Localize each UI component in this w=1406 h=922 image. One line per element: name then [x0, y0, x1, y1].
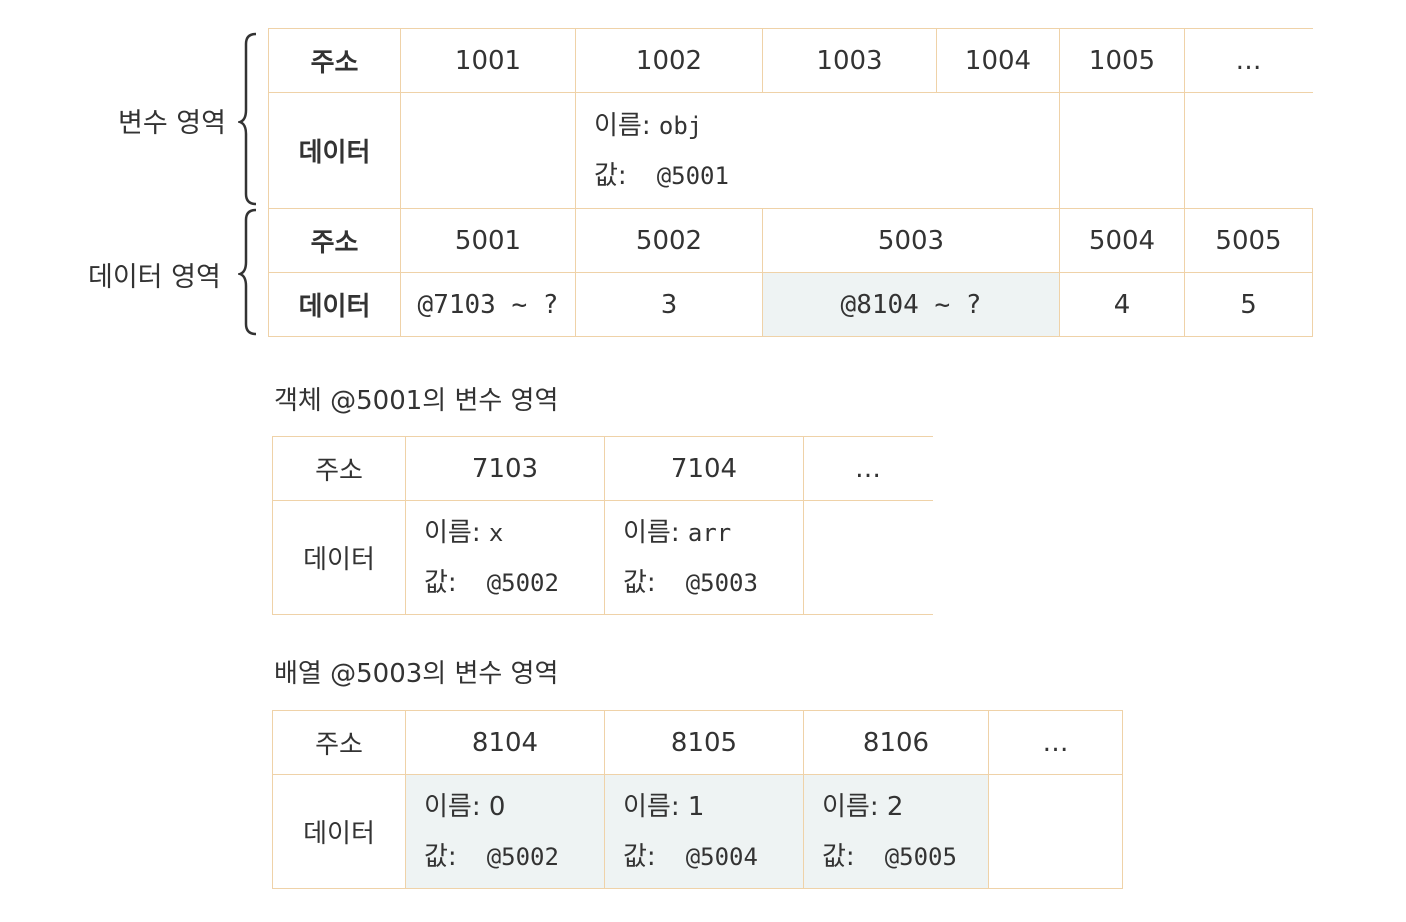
data-value-cell: 5 — [1184, 272, 1313, 337]
var-value: @5001 — [656, 161, 729, 190]
data-cell: 이름: x 값:@5002 — [405, 500, 605, 615]
data-value-row: 데이터 @7103 ~ ? 3 @8104 ~ ? 4 5 — [268, 272, 1313, 337]
address-cell: 1003 — [762, 28, 937, 93]
arr-data-row: 데이터 이름: 0 값:@5002 이름: 1 값:@5004 이름: 2 값:… — [272, 774, 1123, 889]
var-value: @5003 — [685, 568, 758, 597]
data-cell-empty — [400, 92, 576, 209]
arr-memory-table: 주소 8104 8105 8106 … 데이터 이름: 0 값:@5002 이름… — [272, 710, 1123, 889]
var-value: @5002 — [486, 568, 559, 597]
data-cell: 이름: arr 값:@5003 — [604, 500, 804, 615]
address-cell: 5001 — [400, 208, 576, 273]
memory-table: 주소 1001 1002 1003 1004 1005 … 데이터 이름: ob… — [268, 28, 1313, 337]
data-area-brace — [238, 208, 257, 336]
address-cell: 8104 — [405, 710, 605, 775]
data-label: 데이터 — [268, 272, 401, 337]
address-cell: 5004 — [1059, 208, 1185, 273]
address-label: 주소 — [268, 208, 401, 273]
data-label: 데이터 — [268, 92, 401, 209]
data-value-cell: @8104 ~ ? — [762, 272, 1060, 337]
var-area-label: 변수 영역 — [118, 108, 226, 139]
address-cell: 5002 — [575, 208, 763, 273]
var-value: @5005 — [884, 842, 957, 871]
var-name: 2 — [886, 791, 904, 822]
address-ellipsis: … — [1184, 28, 1313, 93]
arr-address-row: 주소 8104 8105 8106 … — [272, 710, 1123, 775]
address-cell: 8105 — [604, 710, 804, 775]
data-cell-empty — [1184, 92, 1313, 209]
data-label: 데이터 — [272, 774, 406, 889]
var-value: @5004 — [685, 842, 758, 871]
obj-table-caption: 객체 @5001의 변수 영역 — [274, 386, 559, 416]
var-name: x — [488, 518, 504, 547]
address-cell: 5005 — [1184, 208, 1313, 273]
address-cell: 8106 — [803, 710, 989, 775]
data-cell: 이름: 1 값:@5004 — [604, 774, 804, 889]
data-value-cell: @7103 ~ ? — [400, 272, 576, 337]
obj-data-row: 데이터 이름: x 값:@5002 이름: arr 값:@5003 — [272, 500, 933, 615]
var-name: 1 — [687, 791, 705, 822]
address-cell: 7104 — [604, 436, 804, 501]
address-ellipsis: … — [803, 436, 933, 501]
data-cell: 이름: 2 값:@5005 — [803, 774, 989, 889]
area-braces — [238, 32, 257, 336]
var-name: 0 — [488, 791, 506, 822]
data-cell-obj: 이름: obj 값:@5001 — [575, 92, 1060, 209]
var-name: obj — [658, 111, 703, 140]
data-value-cell: 3 — [575, 272, 763, 337]
obj-memory-table: 주소 7103 7104 … 데이터 이름: x 값:@5002 이름: arr… — [272, 436, 933, 615]
address-cell: 1002 — [575, 28, 763, 93]
data-address-row: 주소 5001 5002 5003 5004 5005 … — [268, 208, 1313, 273]
address-cell: 7103 — [405, 436, 605, 501]
arr-table-caption: 배열 @5003의 변수 영역 — [274, 659, 559, 689]
data-area-label: 데이터 영역 — [88, 262, 221, 293]
address-cell: 1005 — [1059, 28, 1185, 93]
var-area-brace — [238, 32, 257, 206]
data-cell-empty — [1059, 92, 1185, 209]
data-cell: 이름: 0 값:@5002 — [405, 774, 605, 889]
address-cell: 1001 — [400, 28, 576, 93]
address-ellipsis: … — [988, 710, 1123, 775]
address-label: 주소 — [272, 436, 406, 501]
data-label: 데이터 — [272, 500, 406, 615]
var-data-row: 데이터 이름: obj 값:@5001 — [268, 92, 1313, 209]
address-label: 주소 — [268, 28, 401, 93]
address-label: 주소 — [272, 710, 406, 775]
var-value: @5002 — [486, 842, 559, 871]
data-cell-empty — [803, 500, 933, 615]
data-cell-empty — [988, 774, 1123, 889]
address-cell: 5003 — [762, 208, 1060, 273]
obj-address-row: 주소 7103 7104 … — [272, 436, 933, 501]
data-value-cell: 4 — [1059, 272, 1185, 337]
address-cell: 1004 — [936, 28, 1060, 93]
var-address-row: 주소 1001 1002 1003 1004 1005 … — [268, 28, 1313, 93]
var-name: arr — [687, 518, 732, 547]
